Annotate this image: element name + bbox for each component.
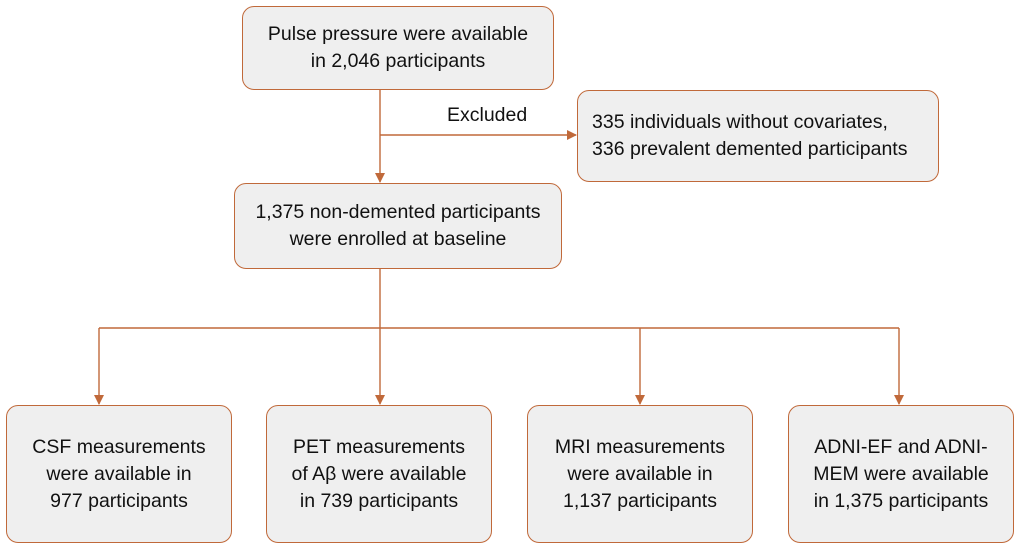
node-text-line: MRI measurements [554, 435, 726, 458]
node-adni-measurements: ADNI-EF and ADNI- MEM were available in … [788, 405, 1014, 543]
node-text-line: Pulse pressure were available [267, 23, 529, 45]
node-csf-measurements: CSF measurements were available in 977 p… [6, 405, 232, 543]
node-enrolled-baseline: 1,375 non-demented participants were enr… [234, 183, 562, 269]
node-text-line: were available in [567, 462, 713, 485]
node-text-line: PET measurements [293, 435, 465, 458]
node-text-line: in 2,046 participants [310, 50, 486, 72]
node-pet-measurements: PET measurements of Aβ were available in… [266, 405, 492, 543]
node-text-line: 977 participants [50, 489, 188, 512]
node-text-line: 335 individuals without covariates, [592, 111, 888, 133]
node-text-line: were available in [46, 462, 192, 485]
node-text-line: were enrolled at baseline [289, 228, 507, 250]
node-text-line: ADNI-EF and ADNI- [814, 435, 988, 458]
node-text-line: MEM were available [813, 462, 989, 485]
node-text-line: 1,375 non-demented participants [255, 201, 541, 223]
node-text-line: of Aβ were available [291, 462, 467, 485]
excluded-label: Excluded [447, 104, 528, 126]
node-text-line: CSF measurements [32, 435, 206, 458]
node-pulse-pressure-available: Pulse pressure were available in 2,046 p… [242, 6, 554, 90]
node-mri-measurements: MRI measurements were available in 1,137… [527, 405, 753, 543]
node-text-line: in 1,375 participants [813, 489, 989, 512]
node-excluded-participants: 335 individuals without covariates, 336 … [577, 90, 939, 182]
node-text-line: 1,137 participants [563, 489, 717, 512]
node-text-line: 336 prevalent demented participants [592, 138, 908, 160]
node-text-line: in 739 participants [299, 489, 459, 512]
